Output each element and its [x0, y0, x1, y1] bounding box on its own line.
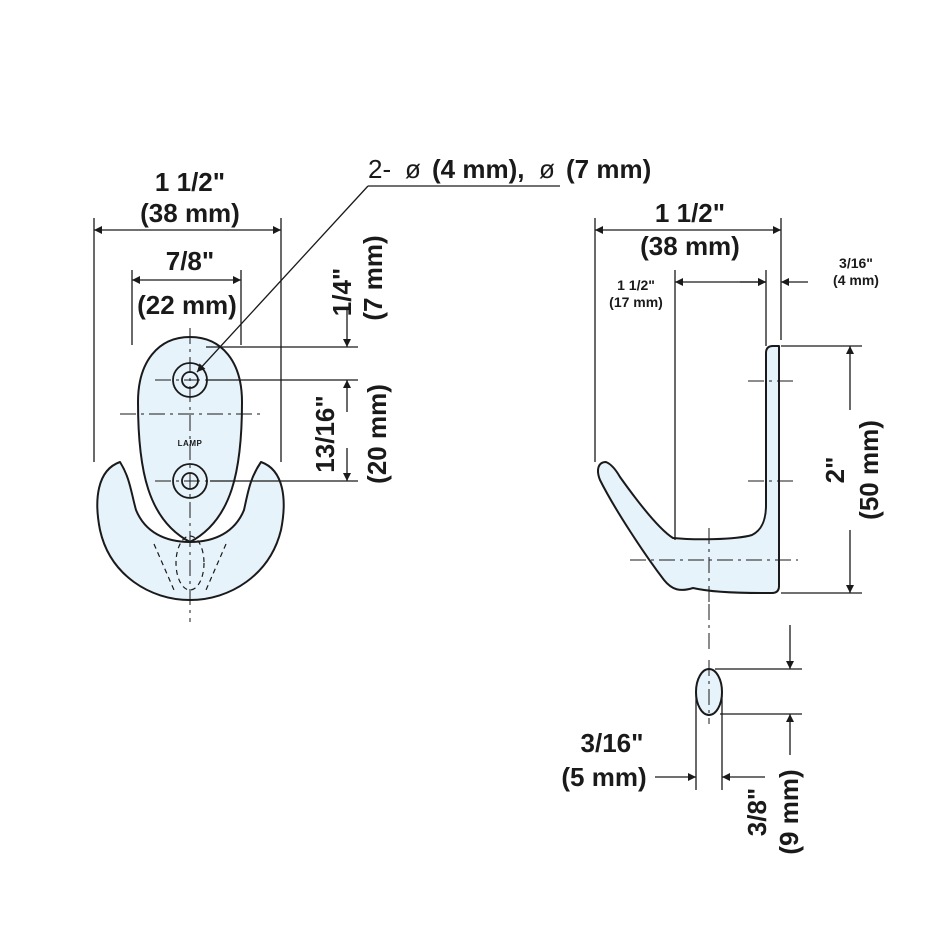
front-view: LAMP 1 1/2" (38 mm) 7/8" (22 mm) 1/4" (7…: [93, 167, 392, 622]
callout-diameter-symbol-1: ø: [405, 154, 421, 184]
front-overall-width-in: 1 1/2": [155, 167, 225, 197]
side-overall-depth-in: 1 1/2": [655, 198, 725, 228]
side-inner-extension-lines: [674, 270, 767, 540]
side-thickness-in: 3/16": [839, 255, 873, 271]
callout-large-hole-size: (7 mm): [566, 154, 651, 184]
side-thickness-mm: (4 mm): [833, 272, 879, 288]
side-overall-depth-mm: (38 mm): [640, 231, 740, 261]
side-inner-depth-in: 1 1/2": [617, 277, 655, 293]
section-extension-lines: [695, 668, 802, 790]
side-hook-profile: [597, 345, 780, 594]
front-vertical-extension-lines: [206, 346, 358, 482]
hole-pitch-in: 13/16": [310, 395, 340, 472]
front-overall-width-mm: (38 mm): [140, 198, 240, 228]
section-height-in: 3/8": [742, 788, 772, 836]
front-width-extension-lines: [93, 218, 282, 462]
callout-leader-line: [196, 185, 369, 373]
section-view: 3/16" (5 mm) 3/8" (9 mm): [561, 625, 804, 855]
top-offset-in: 1/4": [327, 268, 357, 316]
side-inner-depth-mm: (17 mm): [609, 294, 663, 310]
side-height-in: 2": [820, 457, 850, 484]
logo-text: LAMP: [178, 439, 203, 448]
side-height-mm: (50 mm): [854, 420, 884, 520]
hole-pitch-mm: (20 mm): [362, 384, 392, 484]
hole-callout: 2- ø (4 mm), ø (7 mm): [196, 154, 651, 373]
side-view: 1 1/2" (38 mm) 1 1/2" (17 mm) 3/16" (4 m…: [594, 198, 884, 652]
front-hole-spacing-mm: (22 mm): [137, 290, 237, 320]
section-width-in: 3/16": [581, 728, 644, 758]
callout-small-hole-size: (4 mm),: [432, 154, 524, 184]
front-hole-spacing-in: 7/8": [166, 246, 214, 276]
front-hook-tip-hidden: [175, 535, 205, 591]
section-height-mm: (9 mm): [774, 769, 804, 854]
callout-diameter-symbol-2: ø: [539, 154, 555, 184]
section-width-mm: (5 mm): [561, 762, 646, 792]
top-offset-mm: (7 mm): [358, 235, 388, 320]
callout-holes-prefix: 2-: [368, 154, 391, 184]
